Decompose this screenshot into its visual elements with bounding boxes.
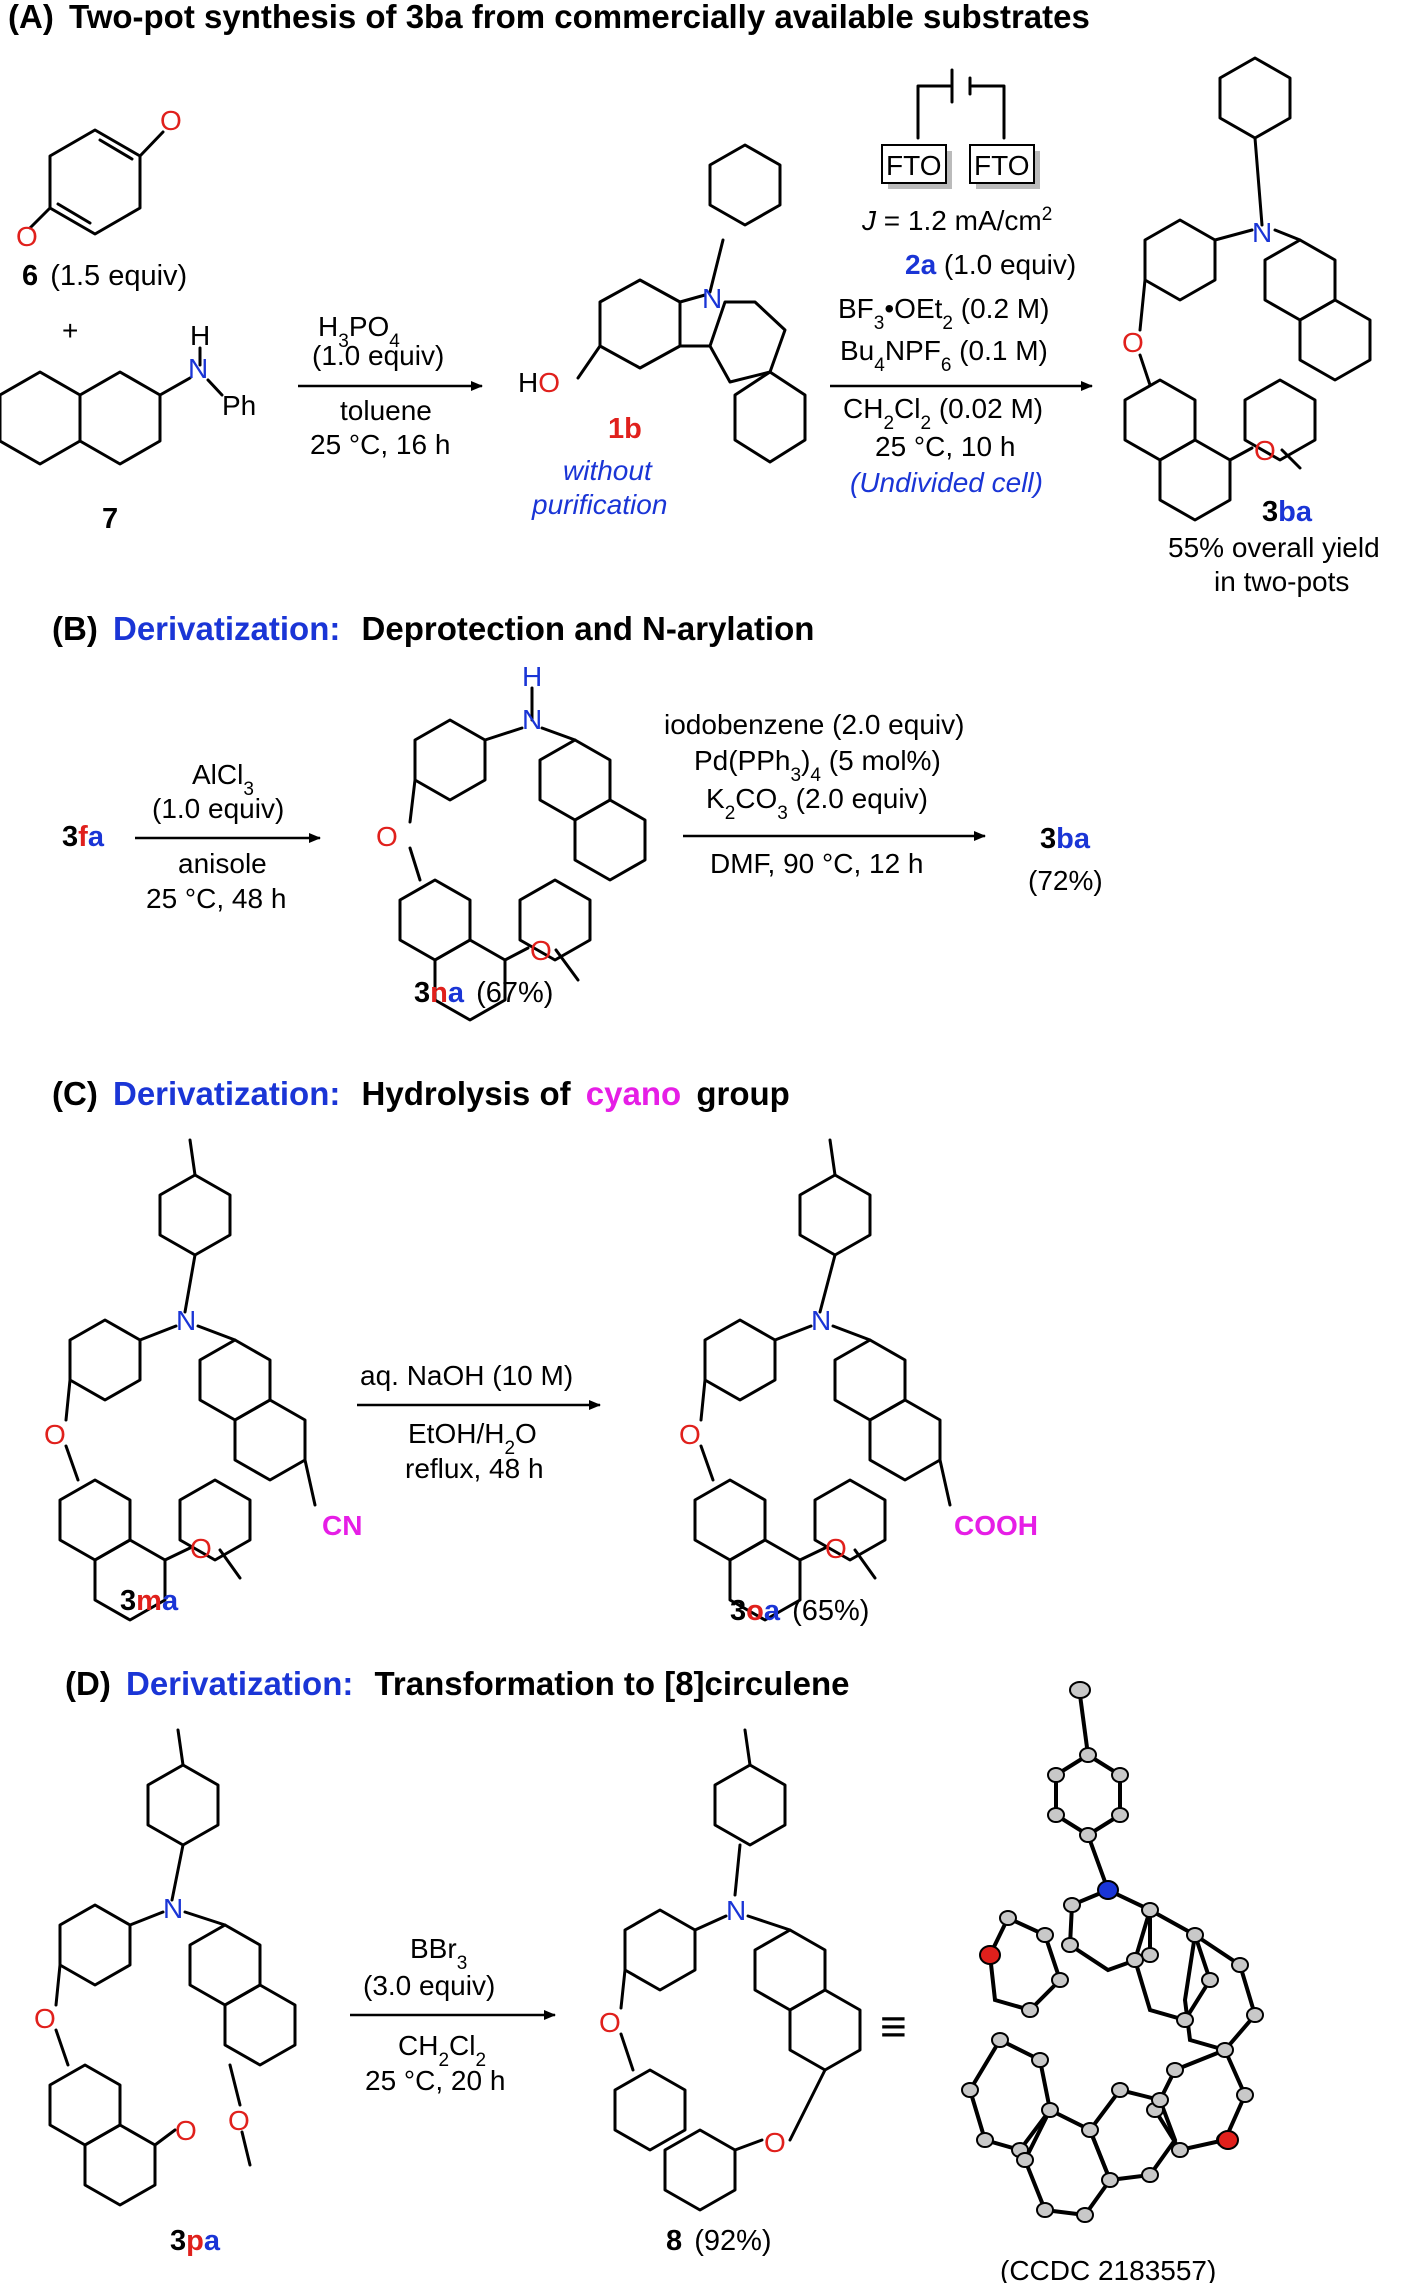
compound-6-label: 6 (1.5 equiv) [22, 260, 187, 292]
product-3ba-label: 3ba [1040, 823, 1091, 855]
step2-conditions: 25 °C, 10 h [875, 431, 1015, 462]
atom-o: O [599, 2007, 621, 2038]
compound-1b-label: 1b [608, 413, 642, 445]
hydroxyl-label: HO [518, 367, 560, 398]
atom-n: N [702, 283, 722, 314]
atom-o: O [160, 105, 182, 136]
atom-o: O [530, 935, 552, 966]
product-3ba-yield: (72%) [1028, 865, 1103, 896]
atom-n: N [1252, 217, 1272, 248]
section-a-heading: (A) Two-pot synthesis of 3ba from commer… [8, 0, 1090, 35]
atom-o: O [228, 2105, 250, 2136]
section-a: (A) Two-pot synthesis of 3ba from commer… [0, 0, 1380, 597]
start-3pa-structure: N O O O [34, 1728, 297, 2207]
compound-7-structure: N H Ph [0, 320, 256, 466]
product-3ba-label: 3ba [1262, 496, 1313, 528]
start-3ma-structure: N O O CN [44, 1138, 362, 1622]
section-c-heading: (C) Derivatization: Hydrolysis of cyano … [52, 1075, 790, 1112]
stepB2-conditions: DMF, 90 °C, 12 h [710, 848, 924, 879]
atom-o: O [175, 2115, 197, 2146]
stepB2-reagent1: iodobenzene (2.0 equiv) [664, 709, 964, 740]
atom-o: O [1254, 435, 1276, 466]
atom-o: O [376, 821, 398, 852]
ccdc-label: (CCDC 2183557) [1000, 2255, 1216, 2283]
atom-o: O [679, 1419, 701, 1450]
compound-6-structure: O O [16, 105, 182, 252]
product-yield-line1: 55% overall yield [1168, 532, 1380, 563]
electrode-label: FTO [974, 150, 1029, 181]
atom-o: O [764, 2127, 786, 2158]
stepD-reagent1: BBr3 [410, 1933, 467, 1974]
phenyl-label: Ph [222, 390, 256, 421]
atom-n: N [188, 353, 208, 384]
section-b-heading: (B) Derivatization: Deprotection and N-a… [52, 610, 814, 647]
atom-n: N [176, 1305, 196, 1336]
section-b: (B) Derivatization: Deprotection and N-a… [52, 610, 1103, 1022]
note-without: without [563, 455, 653, 486]
intermediate-3na-structure: N H O O [376, 661, 647, 1022]
plus-sign: + [62, 315, 78, 346]
crystal-structure-image [961, 1681, 1264, 2223]
stepD-conditions: 25 °C, 20 h [365, 2065, 505, 2096]
product-3oa-label: 3oa (65%) [730, 1595, 869, 1627]
atom-o: O [190, 1533, 212, 1564]
stepB1-conditions: 25 °C, 48 h [146, 883, 286, 914]
step1-equiv: (1.0 equiv) [312, 340, 444, 371]
stepC-reagent1: aq. NaOH (10 M) [360, 1360, 573, 1391]
atom-o: O [44, 1419, 66, 1450]
start-3pa-label: 3pa [170, 2225, 221, 2257]
product-8-label: 8 (92%) [666, 2225, 772, 2257]
step2-cell-note: (Undivided cell) [850, 467, 1043, 498]
stepD-reagent2: (3.0 equiv) [363, 1970, 495, 2001]
compound-1b-structure: N HO [518, 143, 807, 464]
equivalence-sign: ≡ [880, 2000, 907, 2052]
cyano-group-label: CN [322, 1510, 362, 1541]
product-3ba-structure: N O O [1122, 56, 1372, 522]
intermediate-3na-label: 3na (67%) [414, 977, 553, 1009]
note-purification: purification [531, 489, 667, 520]
product-yield-line2: in two-pots [1214, 566, 1349, 597]
step2-reagent1: 2a (1.0 equiv) [905, 249, 1076, 280]
step2-reagent3: Bu4NPF6 (0.1 M) [840, 335, 1048, 376]
atom-n: N [811, 1305, 831, 1336]
stepB2-reagent3: K2CO3 (2.0 equiv) [706, 783, 928, 824]
atom-o: O [1122, 327, 1144, 358]
stepB2-reagent2: Pd(PPh3)4 (5 mol%) [694, 745, 941, 786]
step2-solvent: CH2Cl2 (0.02 M) [843, 393, 1043, 434]
product-8-structure: N O O [599, 1728, 862, 2212]
atom-o: O [825, 1533, 847, 1564]
atom-o: O [34, 2003, 56, 2034]
compound-7-label: 7 [102, 503, 118, 535]
atom-h: H [522, 661, 542, 692]
stepC-reagent3: reflux, 48 h [405, 1453, 544, 1484]
atom-n: N [522, 704, 542, 735]
atom-o: O [16, 221, 38, 252]
stepB1-equiv: (1.0 equiv) [152, 793, 284, 824]
stepB1-solvent: anisole [178, 848, 267, 879]
start-3fa-label: 3fa [62, 821, 105, 853]
electrode-label: FTO [886, 150, 941, 181]
step2-reagent2: BF3•OEt2 (0.2 M) [838, 293, 1049, 334]
product-3oa-structure: N O O COOH [679, 1138, 1038, 1622]
start-3ma-label: 3ma [120, 1585, 179, 1617]
step1-conditions: 25 °C, 16 h [310, 429, 450, 460]
section-d: (D) Derivatization: Transformation to [8… [34, 1665, 1264, 2283]
atom-h: H [190, 320, 210, 351]
section-c: (C) Derivatization: Hydrolysis of cyano … [44, 1075, 1038, 1627]
step2-current: J = 1.2 mA/cm2 [861, 204, 1052, 237]
step1-solvent: toluene [340, 395, 432, 426]
section-d-heading: (D) Derivatization: Transformation to [8… [65, 1665, 849, 1702]
atom-n: N [163, 1893, 183, 1924]
carboxyl-group-label: COOH [954, 1510, 1038, 1541]
atom-n: N [726, 1895, 746, 1926]
electrochemical-cell-icon: FTO FTO [881, 68, 1040, 189]
